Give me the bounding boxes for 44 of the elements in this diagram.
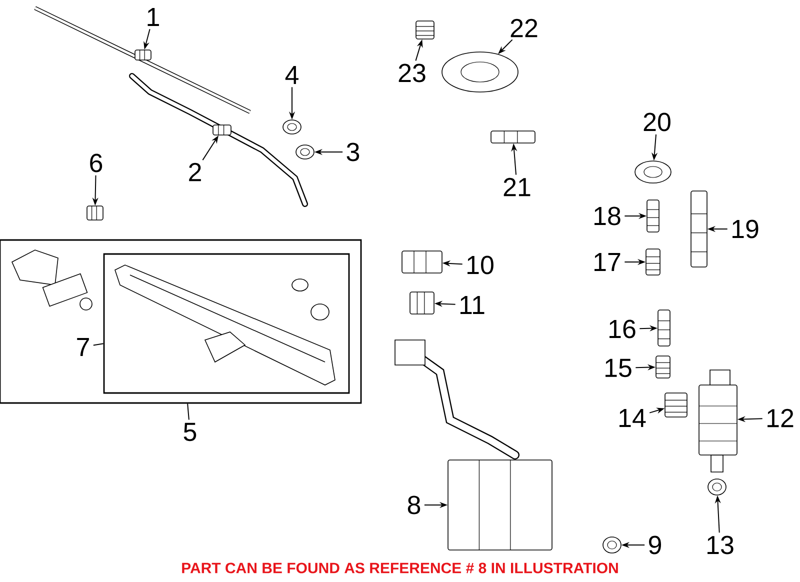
grommet-drawing bbox=[634, 160, 672, 184]
callout-number: 12 bbox=[768, 408, 794, 428]
connector-drawing bbox=[664, 392, 688, 418]
callout-number: 6 bbox=[90, 154, 102, 172]
leader-line bbox=[187, 403, 190, 420]
callout-number: 13 bbox=[708, 536, 734, 554]
callout-number: 22 bbox=[510, 18, 538, 38]
assembly-frame bbox=[0, 239, 362, 404]
callout-number: 3 bbox=[346, 142, 360, 162]
washer-tank-drawing bbox=[394, 340, 552, 550]
callout-number: 10 bbox=[468, 256, 494, 274]
callout-number: 9 bbox=[649, 536, 662, 554]
washer-nozzle-drawing bbox=[442, 52, 518, 92]
nut-drawing bbox=[602, 536, 622, 554]
linkage-frame bbox=[103, 253, 350, 394]
filler-neck-seal-drawing bbox=[410, 292, 434, 314]
leader-line bbox=[92, 343, 104, 346]
nut-drawing bbox=[296, 144, 314, 160]
callout-number: 4 bbox=[285, 66, 298, 84]
filler-cap-drawing bbox=[402, 250, 442, 274]
callout-number: 14 bbox=[620, 409, 646, 427]
hose-end-drawing bbox=[656, 356, 670, 378]
callout-number: 18 bbox=[594, 206, 620, 226]
washer-pump-drawing bbox=[698, 370, 738, 472]
clip-drawing bbox=[86, 206, 104, 220]
fitting-drawing bbox=[646, 248, 660, 276]
callout-number: 19 bbox=[732, 220, 758, 238]
hose-connector-drawing bbox=[490, 130, 536, 144]
hose-drawing bbox=[690, 190, 708, 268]
callout-number: 5 bbox=[184, 422, 196, 442]
grommet-drawing bbox=[708, 478, 726, 496]
check-valve-drawing bbox=[646, 200, 660, 232]
wiper-blade-drawing bbox=[34, 6, 251, 114]
callout-number: 20 bbox=[644, 112, 670, 132]
nozzle-pin-drawing bbox=[658, 310, 670, 346]
callout-number: 17 bbox=[594, 253, 620, 271]
callout-number: 16 bbox=[610, 320, 636, 338]
callout-number: 21 bbox=[504, 178, 530, 196]
callout-number: 11 bbox=[460, 296, 484, 314]
callout-number: 23 bbox=[398, 64, 426, 82]
callout-number: 7 bbox=[77, 338, 89, 356]
callout-number: 15 bbox=[606, 358, 632, 378]
caption: PART CAN BE FOUND AS REFERENCE # 8 IN ILLUSTRATION bbox=[182, 562, 618, 574]
clip-drawing bbox=[416, 20, 434, 40]
